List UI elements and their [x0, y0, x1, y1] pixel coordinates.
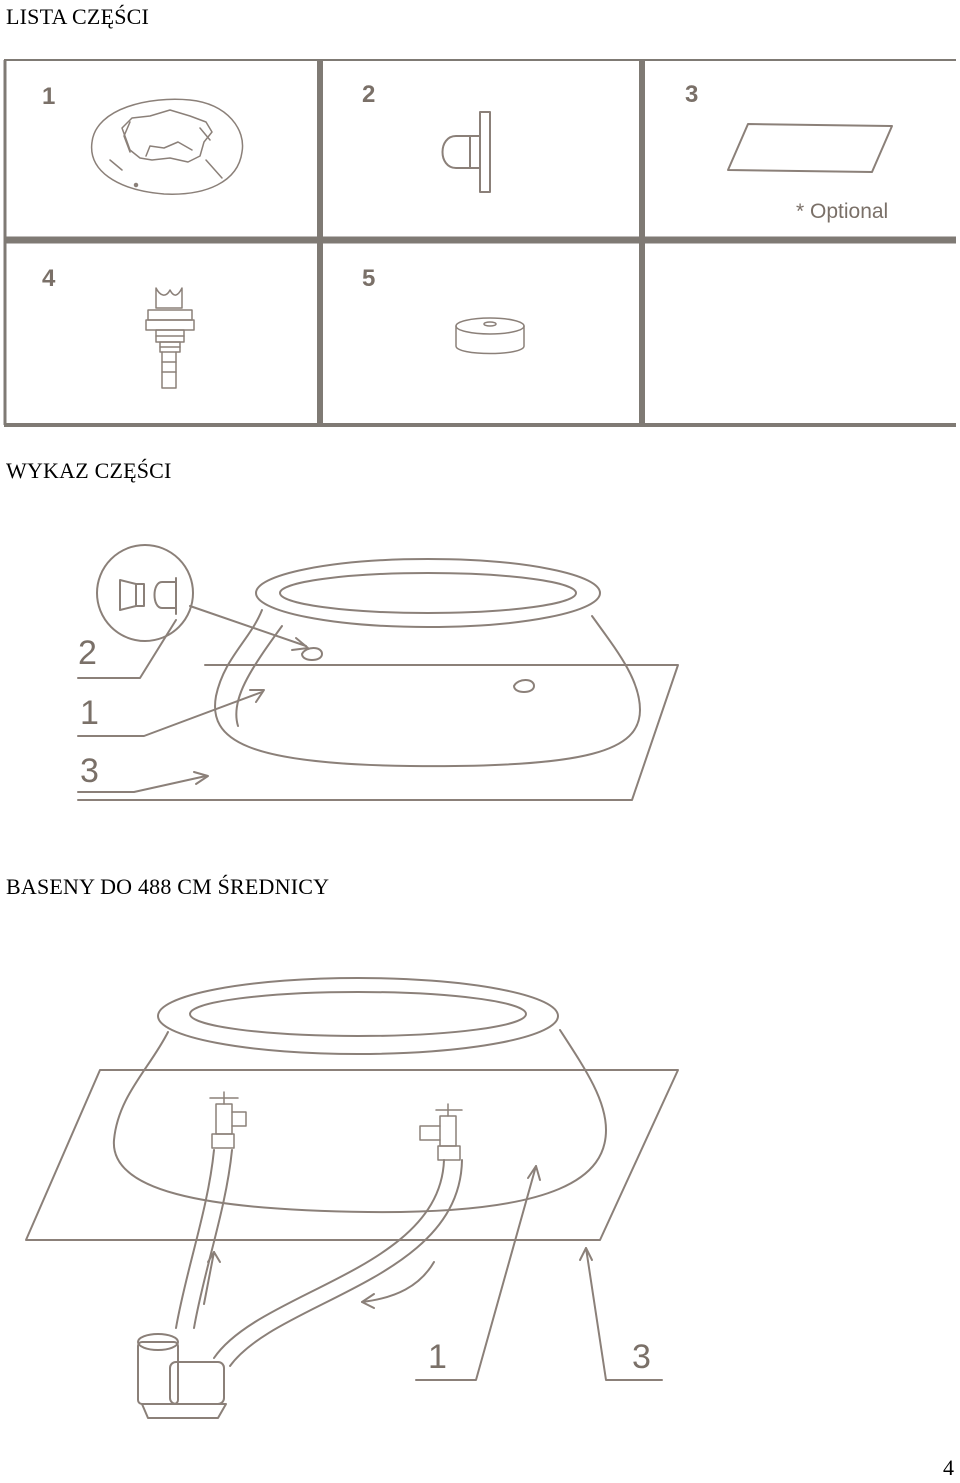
parts-list-heading: LISTA CZĘŚCI [6, 4, 150, 29]
part-number-4: 4 [42, 265, 56, 292]
valve-left [209, 1091, 247, 1149]
leader-line-cloth [77, 775, 207, 793]
callout-cloth: 3 [80, 752, 99, 790]
pool-drawing [112, 977, 607, 1214]
callout-cloth: 3 [632, 1338, 651, 1376]
ground-cloth [77, 664, 679, 801]
pool-icon [90, 98, 244, 195]
valve-right [419, 1103, 463, 1161]
disc-icon [455, 317, 525, 355]
pools-up-to-heading: BASENY DO 488 CM ŚREDNICY [6, 874, 330, 899]
parts-reference-diagram: 2 1 3 [77, 544, 679, 801]
flow-arrows [203, 1251, 435, 1309]
grid-lines [3, 59, 956, 427]
optional-note: * Optional [796, 200, 888, 223]
callout-pool: 1 [80, 694, 99, 732]
arrow-pool [249, 689, 265, 703]
part-number-3: 3 [685, 81, 698, 108]
filter-pump [137, 1333, 227, 1419]
ground-cloth [25, 1069, 679, 1241]
pool-drawing [214, 558, 641, 768]
hoses [175, 1149, 463, 1367]
detail-circle [77, 544, 309, 679]
arrow-cloth [193, 771, 209, 785]
hose-adapter-icon [145, 287, 195, 389]
parts-grid: 1 2 3 4 5 * Optional [3, 59, 956, 427]
callout-plug: 2 [78, 634, 97, 672]
parts-reference-heading: WYKAZ CZĘŚCI [6, 458, 172, 483]
ground-cloth-icon [727, 123, 893, 173]
part-number-5: 5 [362, 265, 375, 292]
pool-setup-diagram: 1 3 [25, 977, 679, 1419]
callout-pool: 1 [428, 1338, 447, 1376]
plug-icon [441, 111, 491, 193]
part-number-1: 1 [42, 83, 55, 110]
leader-lines [415, 1165, 663, 1381]
page-number: 4 [943, 1455, 954, 1480]
leader-line-pool [77, 691, 263, 737]
part-number-2: 2 [362, 81, 375, 108]
